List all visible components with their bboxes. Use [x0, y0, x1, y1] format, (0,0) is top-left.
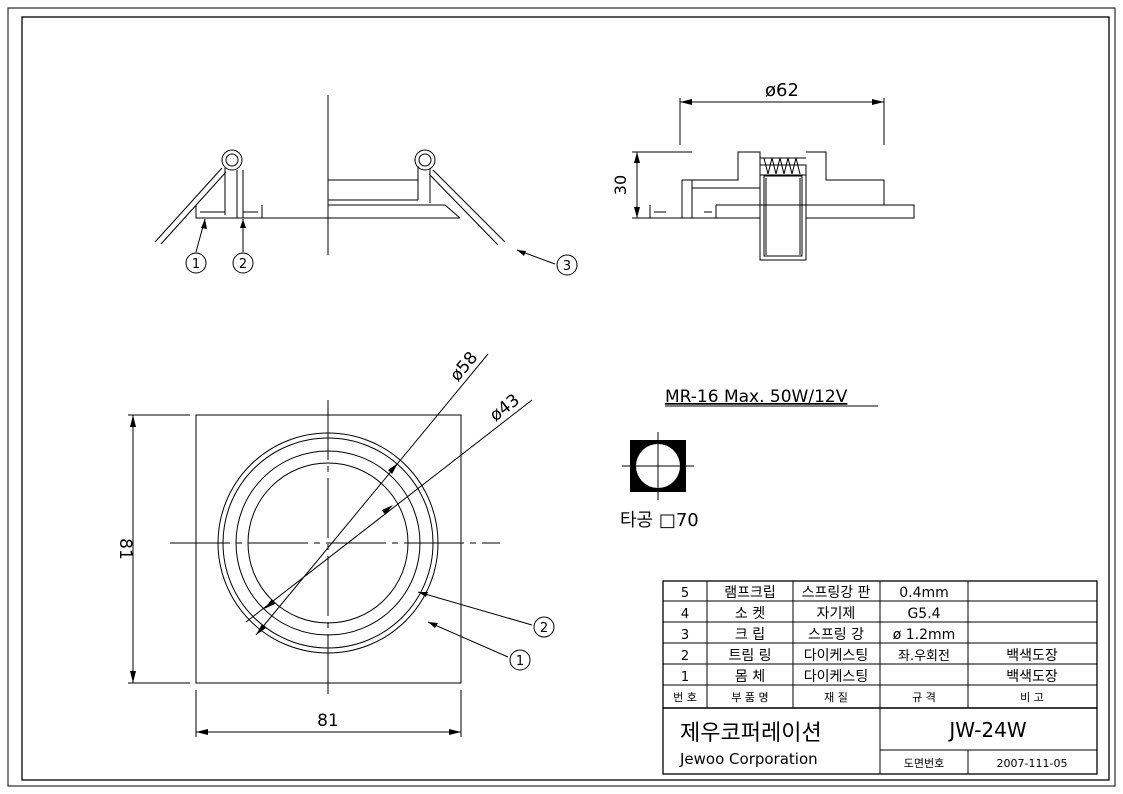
model-number: JW-24W — [947, 718, 1027, 742]
lamp-spec-note: MR-16 Max. 50W/12V — [665, 387, 848, 407]
row2-material: 다이케스팅 — [804, 648, 868, 664]
callout-3-top-label: 3 — [563, 259, 571, 274]
drawing-number-label: 도면번호 — [904, 757, 944, 770]
row2-no: 2 — [681, 649, 689, 664]
row3-material: 스프링 강 — [808, 627, 864, 643]
row3-name: 크 립 — [735, 627, 765, 643]
callout-2-top — [232, 252, 254, 274]
section-view: 1 2 3 — [154, 95, 578, 276]
dim-dia62: ø62 — [765, 80, 799, 101]
dim-h30: 30 — [611, 175, 630, 195]
row2-spec: 좌.우회전 — [898, 649, 950, 664]
row3-spec: ø 1.2mm — [893, 627, 956, 643]
header-spec: 규 격 — [912, 691, 936, 704]
row5-name: 램프크립 — [724, 585, 776, 601]
callout-1-bottom-label: 1 — [516, 654, 524, 669]
callout-2-bottom — [533, 616, 555, 638]
dim-dia58: ø58 — [446, 348, 482, 385]
row1-no: 1 — [681, 670, 689, 685]
side-view: ø62 30 — [611, 80, 915, 261]
parts-table: 5 램프크립 스프링강 판 0.4mm 4 소 켓 자기제 G5.4 3 크 립… — [662, 580, 1098, 709]
row4-spec: G5.4 — [907, 606, 940, 622]
row2-remark: 백색도장 — [1006, 648, 1058, 664]
title-block: 제우코퍼레이션 Jewoo Corporation JW-24W 도면번호 20… — [662, 707, 1098, 775]
row4-material: 자기제 — [817, 606, 856, 622]
drawing-number: 2007-111-05 — [997, 757, 1068, 770]
dim-w81: 81 — [317, 711, 339, 731]
header-remark: 비 고 — [1020, 691, 1044, 704]
row4-no: 4 — [681, 607, 689, 622]
row4-name: 소 켓 — [735, 606, 765, 622]
callout-1-top-label: 1 — [192, 257, 200, 272]
row2-name: 트림 링 — [728, 648, 771, 664]
cutout-label: 타공 □70 — [620, 510, 699, 531]
header-no: 번 호 — [673, 691, 697, 704]
callout-2-bottom-label: 2 — [540, 621, 548, 636]
row3-no: 3 — [681, 628, 689, 643]
row5-material: 스프링강 판 — [802, 585, 871, 601]
callout-3-top — [556, 254, 578, 276]
dim-dia43: ø43 — [486, 390, 524, 425]
row1-name: 몸 체 — [735, 669, 765, 685]
row5-no: 5 — [681, 586, 689, 601]
row1-remark: 백색도장 — [1006, 669, 1058, 685]
inner-frame — [21, 16, 1110, 781]
dim-h81: 81 — [115, 538, 135, 560]
outer-frame — [7, 7, 1116, 787]
callout-1-bottom — [509, 649, 531, 671]
header-material: 재 질 — [824, 691, 848, 704]
callout-1-top — [185, 252, 207, 274]
row1-material: 다이케스팅 — [804, 669, 868, 685]
cutout-symbol — [622, 432, 694, 500]
callout-2-top-label: 2 — [239, 257, 247, 272]
row5-spec: 0.4mm — [899, 585, 949, 601]
company-korean: 제우코퍼레이션 — [680, 721, 822, 746]
header-name: 부 품 명 — [731, 691, 768, 704]
company-english: Jewoo Corporation — [679, 750, 818, 768]
plan-view: ø58 ø43 81 81 2 1 — [115, 348, 555, 737]
